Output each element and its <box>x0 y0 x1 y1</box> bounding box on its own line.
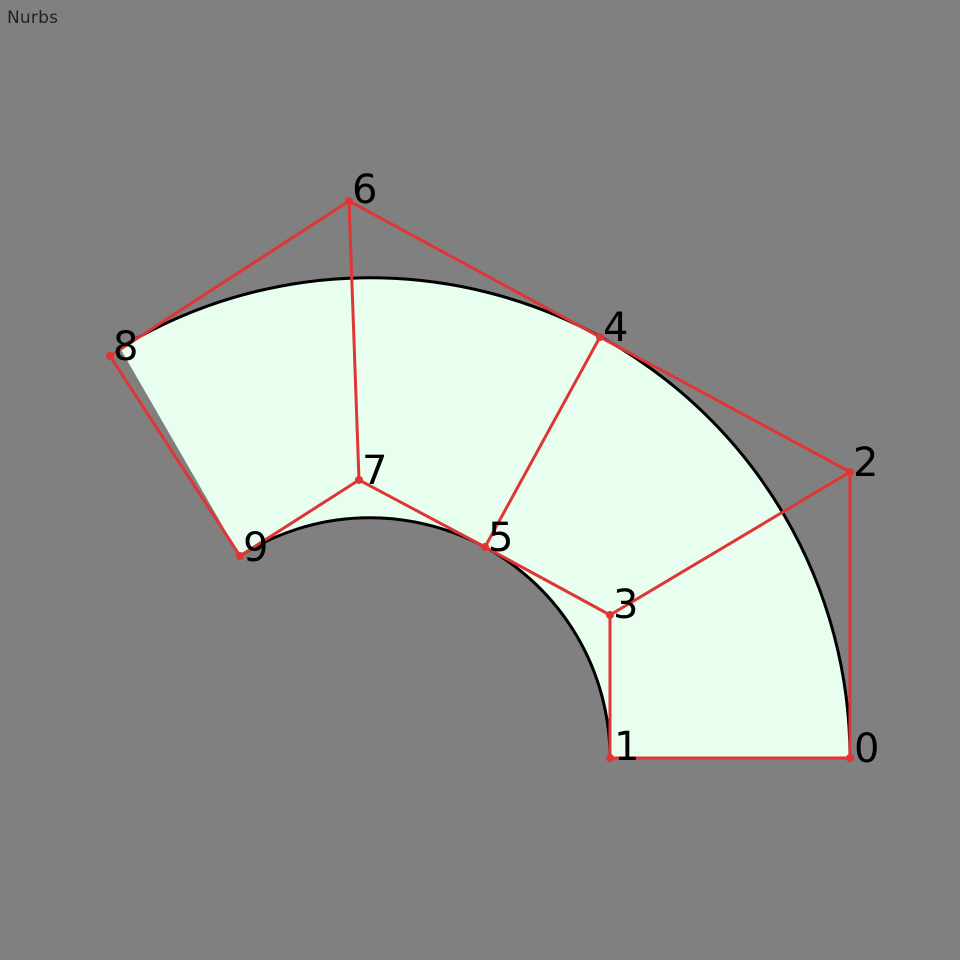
control-points <box>106 197 854 762</box>
window-title: Nurbs <box>7 8 59 28</box>
control-point-8[interactable] <box>106 352 114 360</box>
control-point-4[interactable] <box>596 333 604 341</box>
control-net-edge-3-5 <box>484 545 611 617</box>
control-net <box>108 199 852 760</box>
control-net-edge-5-7 <box>358 478 486 549</box>
control-point-1[interactable] <box>606 754 614 762</box>
control-point-3[interactable] <box>606 611 614 619</box>
control-net-edge-4-5 <box>483 336 602 548</box>
control-point-0[interactable] <box>846 754 854 762</box>
control-net-edge-4-6 <box>348 199 601 339</box>
control-net-edge-7-9 <box>239 478 360 558</box>
control-point-7[interactable] <box>355 476 363 484</box>
control-point-labels: 0 1 2 3 4 5 6 7 8 9 <box>113 167 879 772</box>
control-net-edge-6-8 <box>109 199 350 358</box>
control-point-label-4: 4 <box>603 305 628 351</box>
control-point-label-7: 7 <box>362 448 387 494</box>
control-net-edge-2-3 <box>609 470 851 617</box>
control-net-edge-2-4 <box>599 335 851 474</box>
control-point-label-3: 3 <box>613 582 638 628</box>
control-net-edge-6-7 <box>347 200 361 481</box>
control-net-edge-8-9 <box>108 355 242 557</box>
control-point-label-1: 1 <box>614 724 639 770</box>
control-point-label-2: 2 <box>853 440 878 486</box>
control-point-label-0: 0 <box>854 726 879 772</box>
control-point-label-6: 6 <box>352 167 377 213</box>
control-point-label-5: 5 <box>488 515 513 561</box>
control-point-2[interactable] <box>846 468 854 476</box>
control-point-9[interactable] <box>236 552 244 560</box>
control-point-label-9: 9 <box>243 525 268 571</box>
control-point-label-8: 8 <box>113 324 138 370</box>
nurbs-surface <box>120 277 851 758</box>
control-point-6[interactable] <box>345 197 353 205</box>
control-point-5[interactable] <box>481 543 489 551</box>
